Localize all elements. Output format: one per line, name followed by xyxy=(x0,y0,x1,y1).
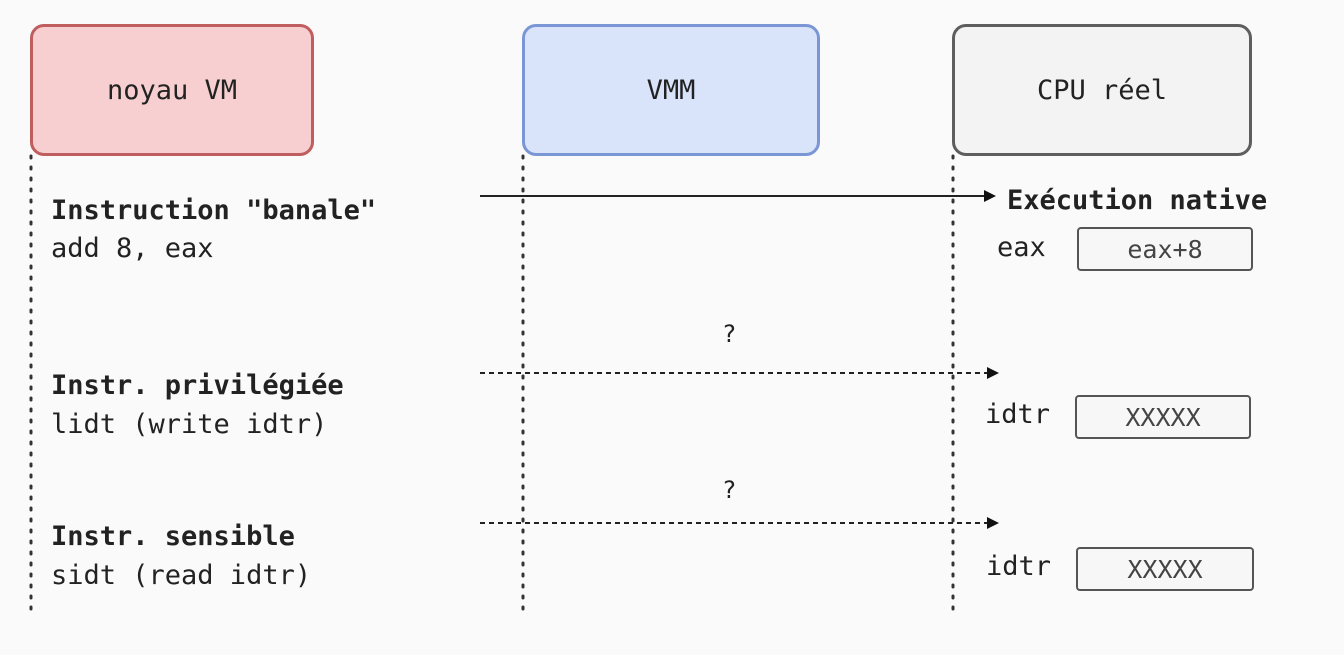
row2-title: Instr. privilégiée xyxy=(51,370,344,401)
row1-title: Instruction "banale" xyxy=(51,195,377,226)
actor-kernel-vm: noyau VM xyxy=(30,24,314,156)
actor-cpu: CPU réel xyxy=(952,24,1252,156)
row1-result-label: Exécution native xyxy=(1007,185,1268,216)
row1-register-box: eax+8 xyxy=(1077,227,1253,271)
row3-title: Instr. sensible xyxy=(51,521,295,552)
actor-vmm: VMM xyxy=(522,24,820,156)
row2-code: lidt (write idtr) xyxy=(51,409,328,440)
row3-code: sidt (read idtr) xyxy=(51,560,312,591)
row2-arrow-label: ? xyxy=(722,320,737,348)
row2-register-box: XXXXX xyxy=(1075,395,1251,439)
row3-register-box: XXXXX xyxy=(1076,547,1254,591)
actor-kernel-label: noyau VM xyxy=(106,74,238,106)
actor-vmm-label: VMM xyxy=(646,74,696,106)
row1-register-value: eax+8 xyxy=(1127,234,1203,264)
row1-code: add 8, eax xyxy=(51,233,214,264)
row3-register-name: idtr xyxy=(986,551,1052,582)
row2-register-name: idtr xyxy=(985,399,1051,430)
row3-register-value: XXXXX xyxy=(1127,554,1203,584)
row3-arrow-label: ? xyxy=(722,476,737,504)
row1-register-name: eax xyxy=(997,232,1046,263)
actor-cpu-label: CPU réel xyxy=(1036,74,1168,106)
row2-register-value: XXXXX xyxy=(1125,402,1201,432)
